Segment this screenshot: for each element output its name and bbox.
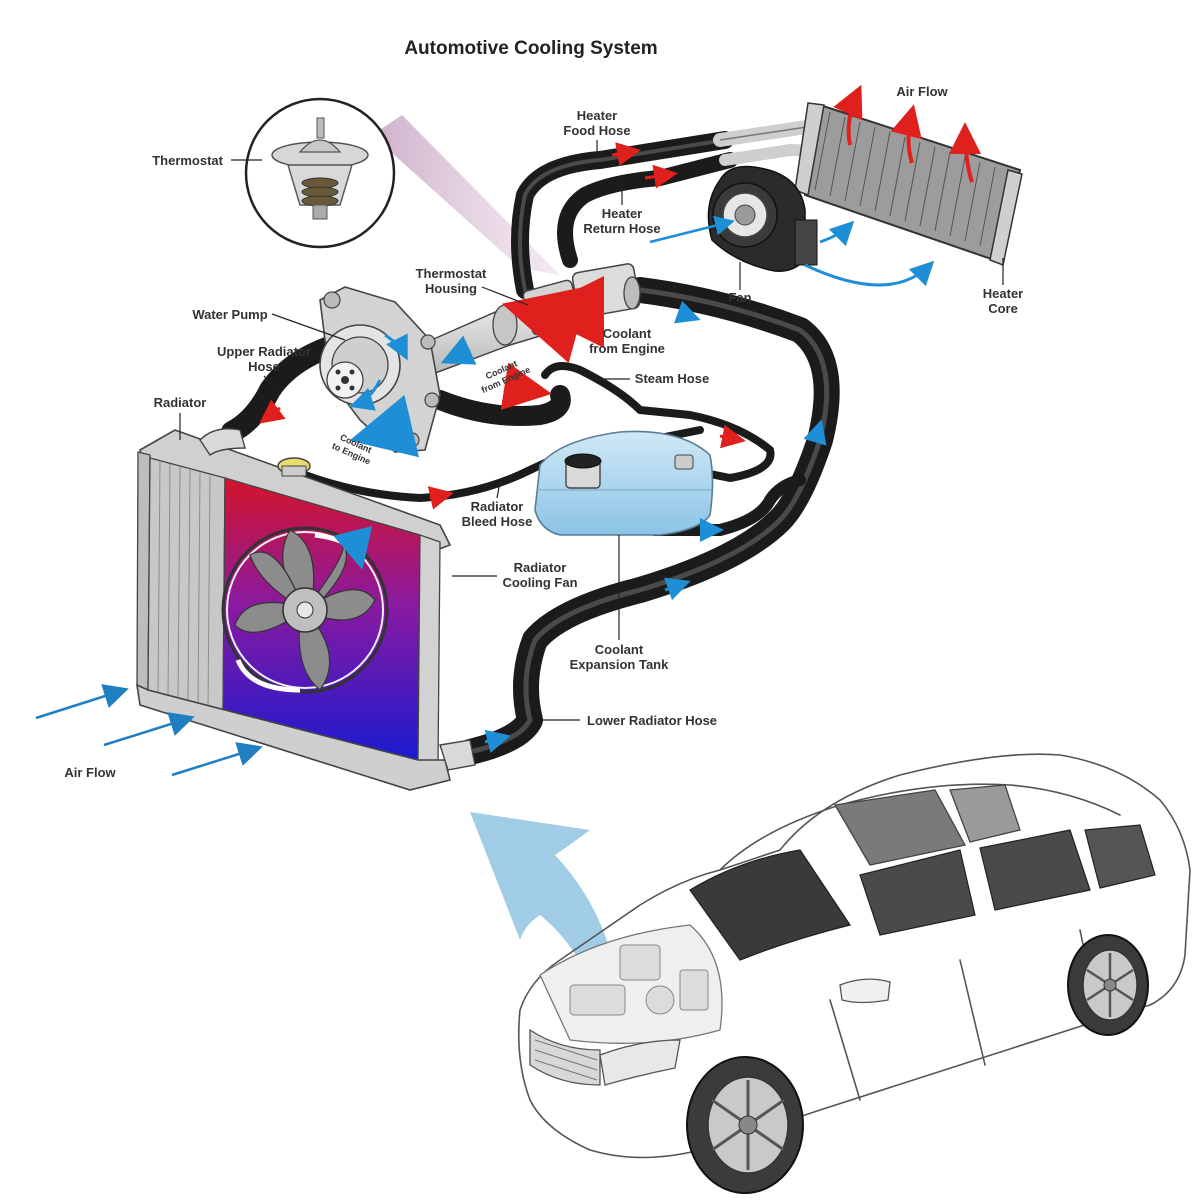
car-rear-wheel bbox=[1067, 934, 1149, 1036]
label-coolant-expansion-tank-1: Coolant bbox=[595, 642, 644, 657]
water-pump-icon bbox=[319, 286, 441, 453]
label-coolant-expansion-tank-2: Expansion Tank bbox=[570, 657, 669, 672]
diagram-title: Automotive Cooling System bbox=[404, 38, 657, 59]
radiator-cooling-fan bbox=[221, 526, 389, 694]
label-thermostat-housing-1: Thermostat bbox=[416, 266, 487, 281]
big-airflow-arrow bbox=[470, 812, 621, 1040]
label-fan: Fan bbox=[728, 290, 751, 305]
label-steam-hose: Steam Hose bbox=[635, 371, 709, 386]
label-air-flow-bottom: Air Flow bbox=[64, 765, 116, 780]
label-radiator-bleed-hose-2: Bleed Hose bbox=[462, 514, 533, 529]
label-radiator: Radiator bbox=[154, 395, 207, 410]
label-water-pump: Water Pump bbox=[192, 307, 267, 322]
label-thermostat: Thermostat bbox=[152, 153, 223, 168]
air-flow-arrows-top bbox=[833, 84, 982, 183]
blower-fan-icon bbox=[707, 165, 818, 272]
label-radiator-cooling-fan-2: Cooling Fan bbox=[502, 575, 577, 590]
label-radiator-cooling-fan-1: Radiator bbox=[514, 560, 567, 575]
heater-return-hose bbox=[557, 152, 738, 268]
label-air-flow-top: Air Flow bbox=[896, 84, 948, 99]
label-heater-core-2: Core bbox=[988, 301, 1018, 316]
label-heater-return-hose-2: Return Hose bbox=[583, 221, 660, 236]
thermostat-icon bbox=[271, 117, 369, 220]
label-heater-food-hose-1: Heater bbox=[577, 108, 617, 123]
label-upper-radiator-hose-2: Hose bbox=[248, 359, 280, 374]
label-heater-food-hose-2: Food Hose bbox=[563, 123, 630, 138]
expansion-tank-icon bbox=[534, 430, 714, 536]
label-radiator-bleed-hose-1: Radiator bbox=[471, 499, 524, 514]
label-heater-return-hose-1: Heater bbox=[602, 206, 642, 221]
label-lower-radiator-hose: Lower Radiator Hose bbox=[587, 713, 717, 728]
label-coolant-from-engine-2: from Engine bbox=[589, 341, 665, 356]
steam-hose bbox=[541, 362, 775, 482]
air-flow-arrows-bottom bbox=[35, 684, 263, 777]
car-front-wheel bbox=[686, 1056, 804, 1194]
label-heater-core-1: Heater bbox=[983, 286, 1023, 301]
label-thermostat-housing-2: Housing bbox=[425, 281, 477, 296]
label-coolant-from-engine-1: Coolant bbox=[603, 326, 652, 341]
car-icon bbox=[518, 753, 1191, 1194]
upper-radiator-hose bbox=[221, 334, 346, 443]
label-upper-radiator-hose-1: Upper Radiator bbox=[217, 344, 311, 359]
coolant-flow-arrows bbox=[259, 142, 935, 754]
